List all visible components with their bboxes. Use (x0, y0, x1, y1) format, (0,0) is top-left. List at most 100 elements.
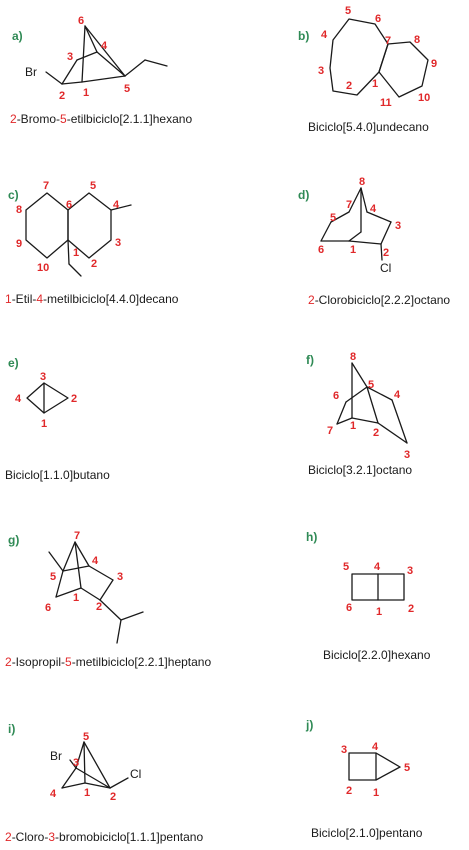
locant-d-4: 4 (370, 203, 377, 215)
locant-d-1: 1 (350, 244, 356, 256)
locant-d-6: 6 (318, 244, 324, 256)
locant-b-10: 10 (418, 92, 430, 104)
name-text: -etilbiciclo[2.1.1]hexano (66, 112, 193, 126)
locant-b-6: 6 (375, 13, 381, 25)
label-j: j) (305, 718, 313, 732)
bonds-j (348, 752, 401, 781)
locant-c-6: 6 (66, 199, 72, 211)
name-text: Biciclo[5.4.0]undecano (308, 120, 429, 134)
compound-name-b: Biciclo[5.4.0]undecano (308, 120, 429, 134)
label-a: a) (12, 29, 23, 43)
locant-f-2: 2 (373, 427, 379, 439)
bonds-c (25, 192, 132, 277)
compound-name-g: 2-Isopropil-5-metilbiciclo[2.2.1]heptano (5, 655, 211, 669)
locant-g-1: 1 (73, 592, 79, 604)
label-i: i) (8, 722, 15, 736)
name-locant: 4 (36, 292, 44, 306)
locant-b-9: 9 (431, 58, 437, 70)
bonds-d (320, 187, 392, 261)
locant-d-5: 5 (330, 212, 336, 224)
molecule-h: h) 5 4 3 6 1 2 (306, 530, 414, 618)
locant-f-5: 5 (368, 379, 374, 391)
locant-g-5: 5 (50, 571, 56, 583)
locant-i-2: 2 (110, 791, 116, 803)
locant-h-3: 3 (407, 565, 413, 577)
locant-a-1: 1 (83, 87, 89, 99)
compound-name-i: 2-Cloro-3-bromobiciclo[1.1.1]pentano (5, 830, 203, 844)
locant-d-8: 8 (359, 176, 365, 188)
molecule-c: c) 7 5 6 4 8 9 3 10 1 2 (8, 180, 132, 277)
locant-a-6: 6 (78, 15, 84, 27)
label-f: f) (306, 353, 314, 367)
locant-f-3: 3 (404, 449, 410, 461)
locant-e-2: 2 (71, 393, 77, 405)
locant-c-5: 5 (90, 180, 96, 192)
name-text: Biciclo[3.2.1]octano (308, 463, 413, 477)
label-c: c) (8, 188, 19, 202)
locant-f-4: 4 (394, 389, 401, 401)
name-locant: 2 (5, 830, 12, 844)
locant-e-4: 4 (15, 393, 22, 405)
locant-h-2: 2 (408, 603, 414, 615)
name-locant: 3 (48, 830, 56, 844)
bonds-b (329, 18, 429, 98)
name-locant: 5 (60, 112, 67, 126)
compound-name-f: Biciclo[3.2.1]octano (308, 463, 412, 477)
name-text: -Etil- (11, 292, 37, 306)
locant-f-8: 8 (350, 351, 356, 363)
name-locant: 1 (5, 292, 12, 306)
locant-g-2: 2 (96, 601, 102, 613)
molecule-i: i) Br Cl 5 3 4 1 2 (8, 722, 141, 803)
bonds-e (26, 382, 69, 414)
locant-a-4: 4 (101, 40, 108, 52)
locant-b-3: 3 (318, 65, 324, 77)
name-text: -bromobiciclo[1.1.1]pentano (55, 830, 204, 844)
locant-j-4: 4 (372, 741, 379, 753)
locant-c-1: 1 (73, 247, 79, 259)
name-text: Biciclo[1.1.0]butano (5, 468, 110, 482)
locant-j-3: 3 (341, 744, 347, 756)
name-locant: 2 (308, 293, 315, 307)
name-text: Biciclo[2.1.0]pentano (311, 826, 423, 840)
locant-d-3: 3 (395, 220, 401, 232)
locant-c-4: 4 (113, 199, 120, 211)
name-text: -Clorobiciclo[2.2.2]octano (314, 293, 451, 307)
locant-j-1: 1 (373, 787, 379, 799)
locant-g-6: 6 (45, 602, 51, 614)
locant-h-6: 6 (346, 602, 352, 614)
locant-a-2: 2 (59, 90, 65, 102)
locant-j-2: 2 (346, 785, 352, 797)
locant-h-4: 4 (374, 561, 381, 573)
name-locant: 5 (65, 655, 72, 669)
compound-name-d: 2-Clorobiciclo[2.2.2]octano (308, 293, 450, 307)
locant-f-1: 1 (350, 420, 356, 432)
locant-b-2: 2 (346, 80, 352, 92)
atom-br-a: Br (25, 65, 37, 79)
locant-c-7: 7 (43, 180, 49, 192)
atom-br-i: Br (50, 749, 62, 763)
name-text: Biciclo[2.2.0]hexano (323, 648, 431, 662)
locant-a-5: 5 (124, 83, 130, 95)
locant-g-4: 4 (92, 555, 99, 567)
locant-g-7: 7 (74, 530, 80, 542)
molecule-j: j) 3 4 5 2 1 (305, 718, 410, 799)
bonds-g (48, 541, 144, 644)
name-text: -metilbiciclo[2.2.1]heptano (71, 655, 212, 669)
label-d: d) (298, 188, 309, 202)
locant-i-3: 3 (73, 757, 79, 769)
name-text: -metilbiciclo[4.4.0]decano (43, 292, 179, 306)
compound-name-h: Biciclo[2.2.0]hexano (323, 648, 430, 662)
locant-b-7: 7 (385, 35, 391, 47)
bonds-f (336, 362, 408, 444)
locant-i-4: 4 (50, 788, 57, 800)
locant-b-1: 1 (372, 78, 378, 90)
name-text: -Isopropil- (11, 655, 66, 669)
bonds-h (351, 573, 405, 601)
bonds-a (45, 25, 168, 85)
molecule-g: g) 7 4 5 3 6 1 2 (8, 530, 144, 644)
name-locant: 2 (10, 112, 17, 126)
molecule-b: b) 5 6 4 7 8 3 9 2 1 10 11 (298, 5, 437, 109)
compound-name-e: Biciclo[1.1.0]butano (5, 468, 110, 482)
